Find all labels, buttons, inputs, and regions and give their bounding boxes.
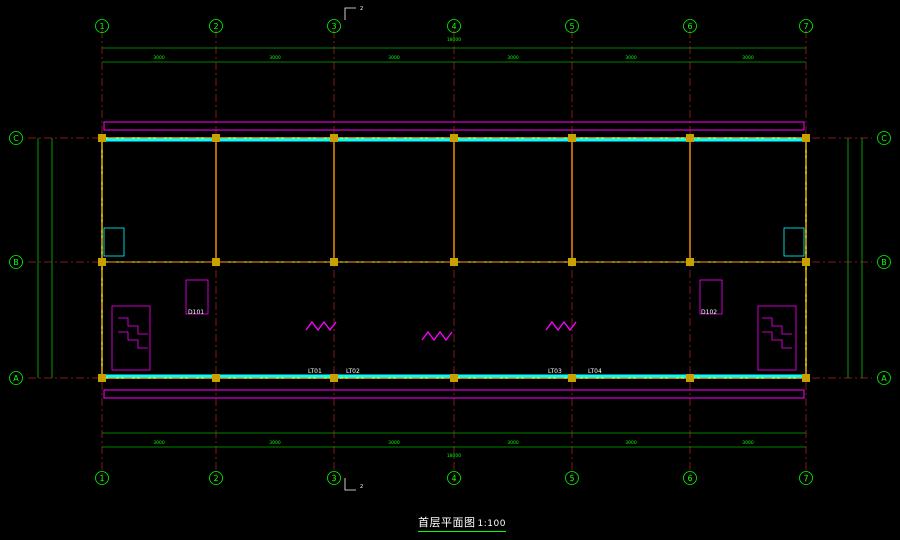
grid-label-col-2: 2 xyxy=(213,474,218,483)
grid-label-col-7: 7 xyxy=(803,474,808,483)
section-mark-bottom-label: 2 xyxy=(360,484,363,490)
grid-label-col-1: 1 xyxy=(99,474,104,483)
grid-bubble-col-1-bottom xyxy=(95,471,109,485)
section-mark-bottom xyxy=(344,478,356,491)
grid-bubble-col-2-top xyxy=(209,19,223,33)
grid-label-col-6: 6 xyxy=(687,474,692,483)
room-label-lt03: LT03 xyxy=(548,368,562,375)
total-dimension-top: 18000 xyxy=(447,37,461,43)
drawing-title-text: 首层平面图 xyxy=(418,516,476,529)
total-dimension-bottom: 18000 xyxy=(447,453,461,459)
bay-dimension-4: 3000 xyxy=(507,55,519,61)
grid-label-col-3: 3 xyxy=(331,474,336,483)
grid-label-col-6: 6 xyxy=(687,22,692,31)
grid-bubble-col-4-bottom xyxy=(447,471,461,485)
section-mark-top xyxy=(344,7,356,20)
plumbing-fixtures xyxy=(103,227,805,315)
grid-bubble-col-6-bottom xyxy=(683,471,697,485)
grid-label-col-4: 4 xyxy=(451,474,456,483)
grid-bubble-row-C-right xyxy=(877,131,891,145)
grid-bubble-row-B-right xyxy=(877,255,891,269)
grid-label-row-C: C xyxy=(881,134,887,143)
grid-label-row-B: B xyxy=(881,258,887,267)
bay-walls xyxy=(215,140,691,262)
stairs xyxy=(111,305,797,371)
bay-dimension-3: 3000 xyxy=(388,440,400,446)
grid-bubble-row-A-right xyxy=(877,371,891,385)
room-label-d101: D101 xyxy=(188,309,204,316)
axis-lines xyxy=(28,30,872,482)
grid-bubble-col-7-top xyxy=(799,19,813,33)
bay-dimension-5: 3000 xyxy=(625,55,637,61)
grid-label-col-4: 4 xyxy=(451,22,456,31)
room-label-lt01: LT01 xyxy=(308,368,322,375)
dimension-text: 3000 3000 3000 3000 3000 3000 3000 3000 3000 3000… xyxy=(153,55,754,446)
grid-bubble-col-3-top xyxy=(327,19,341,33)
grid-bubble-col-4-top xyxy=(447,19,461,33)
grid-label-col-2: 2 xyxy=(213,22,218,31)
bay-dimension-6: 3000 xyxy=(742,55,754,61)
room-label-lt04: LT04 xyxy=(588,368,602,375)
bay-dimension-1: 3000 xyxy=(153,55,165,61)
grid-bubble-col-1-top xyxy=(95,19,109,33)
bay-dimension-2: 3000 xyxy=(269,440,281,446)
bay-dimension-6: 3000 xyxy=(742,440,754,446)
grid-bubble-row-A-left xyxy=(9,371,23,385)
bay-dimension-2: 3000 xyxy=(269,55,281,61)
drawing-scale: 1:100 xyxy=(477,519,506,529)
grid-label-row-A: A xyxy=(13,374,19,383)
grid-label-col-5: 5 xyxy=(569,22,574,31)
grid-bubble-col-3-bottom xyxy=(327,471,341,485)
bay-dimension-1: 3000 xyxy=(153,440,165,446)
section-mark-top-label: 2 xyxy=(360,6,363,12)
grid-bubble-col-6-top xyxy=(683,19,697,33)
grid-bubble-row-C-left xyxy=(9,131,23,145)
dimension-lines xyxy=(37,47,863,448)
room-label-lt02: LT02 xyxy=(346,368,360,375)
room-label-d102: D102 xyxy=(701,309,717,316)
grid-label-row-B: B xyxy=(13,258,19,267)
grid-bubble-col-7-bottom xyxy=(799,471,813,485)
grid-label-row-A: A xyxy=(881,374,887,383)
grid-bubble-col-5-top xyxy=(565,19,579,33)
grid-bubble-col-2-bottom xyxy=(209,471,223,485)
grid-label-col-1: 1 xyxy=(99,22,104,31)
grid-label-row-C: C xyxy=(13,134,19,143)
bay-dimension-3: 3000 xyxy=(388,55,400,61)
bay-dimension-4: 3000 xyxy=(507,440,519,446)
columns xyxy=(98,134,810,382)
grid-label-col-5: 5 xyxy=(569,474,574,483)
grid-label-col-7: 7 xyxy=(803,22,808,31)
bay-dimension-5: 3000 xyxy=(625,440,637,446)
grid-label-col-3: 3 xyxy=(331,22,336,31)
grid-bubble-row-B-left xyxy=(9,255,23,269)
grid-bubble-col-5-bottom xyxy=(565,471,579,485)
